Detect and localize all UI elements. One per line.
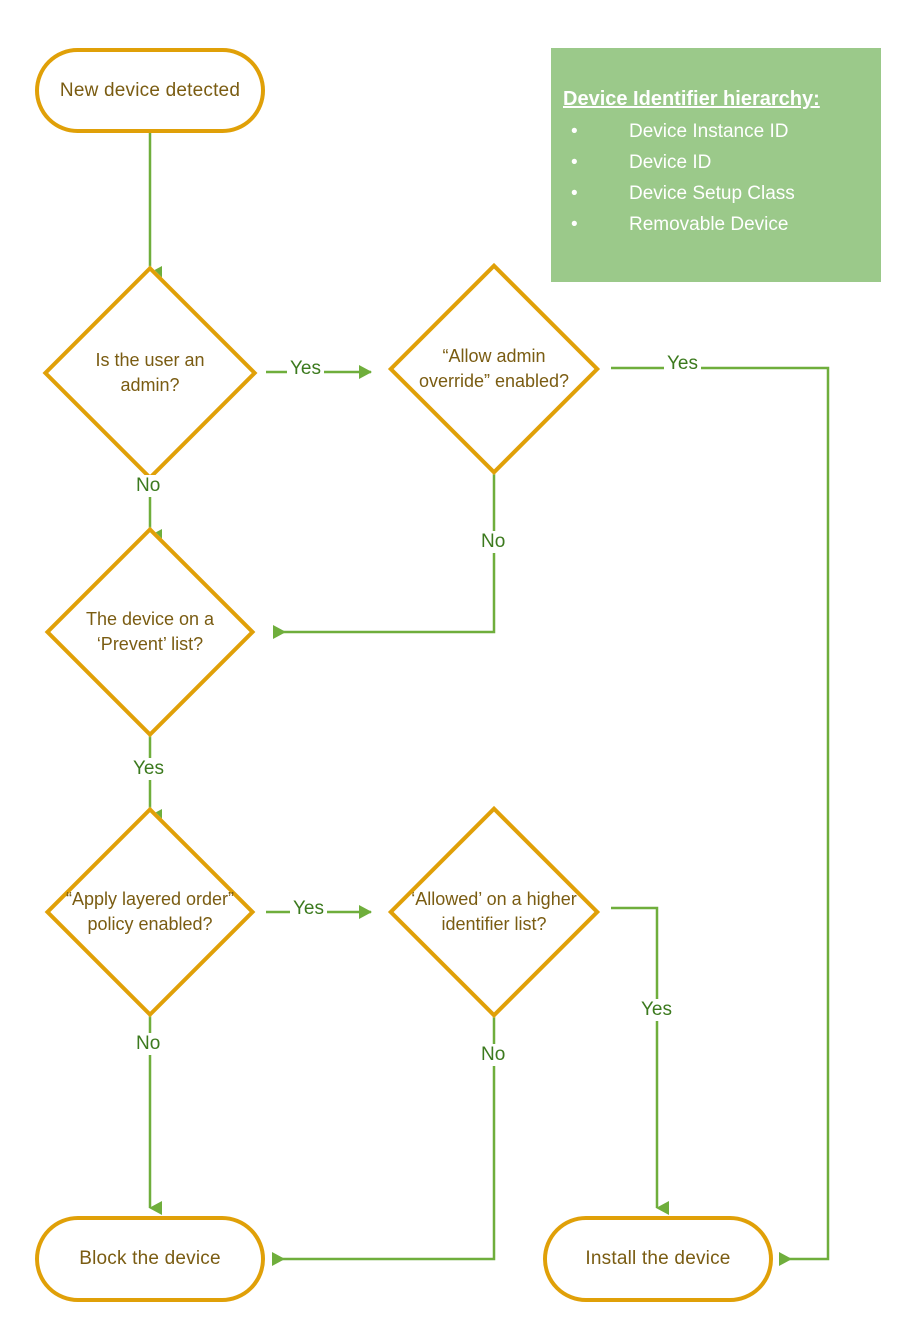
node-allowed-on-higher-identifier-list[interactable]: ‘Allowed’ on a higher identifier list? [378,805,610,1018]
list-item: • Device Setup Class [563,178,795,209]
bullet-icon: • [571,152,578,173]
edge-label-allowed-no: No [478,1044,509,1066]
bullet-icon: • [571,121,578,142]
node-label: Block the device [79,1248,221,1269]
list-item-label: Removable Device [629,214,789,235]
node-label: Install the device [585,1248,731,1269]
edge-allowed-no [272,1001,496,1266]
list-item: • Device ID [563,147,795,178]
edge-label-override-no: No [478,531,509,553]
list-item: • Device Instance ID [563,116,795,147]
node-install-the-device[interactable]: Install the device [543,1216,773,1302]
edge-label-override-yes: Yes [664,353,701,375]
node-new-device-detected[interactable]: New device detected [35,48,265,133]
list-item-label: Device ID [629,152,712,173]
edge-allowed-yes [611,906,669,1215]
list-item-label: Device Instance ID [629,121,789,142]
edge-override-no [273,457,496,639]
edge-label-prevent-yes: Yes [130,758,167,780]
edge-label-is-admin-yes: Yes [287,358,324,380]
node-block-the-device[interactable]: Block the device [35,1216,265,1302]
device-identifier-hierarchy-panel: Device Identifier hierarchy: • Device In… [551,48,881,282]
node-apply-layered-order-policy-enabled[interactable]: “Apply layered order” policy enabled? [35,806,265,1017]
node-label: “Apply layered order” policy enabled? [65,888,235,934]
edge-label-layered-no: No [133,1033,164,1055]
edge-override-yes [611,366,830,1266]
bullet-icon: • [571,214,578,235]
edge-label-layered-yes: Yes [290,898,327,920]
node-label: “Allow admin override” enabled? [418,345,570,391]
list-item: • Removable Device [563,209,795,240]
node-label: New device detected [59,79,241,101]
infobox-list: • Device Instance ID • Device ID • Devic… [563,116,795,240]
node-label: The device on a ‘Prevent’ list? [85,608,215,654]
node-label: ‘Allowed’ on a higher identifier list? [411,888,577,934]
bullet-icon: • [571,183,578,204]
list-item-label: Device Setup Class [629,183,795,204]
edge-label-allowed-yes: Yes [638,999,675,1021]
node-is-the-user-an-admin[interactable]: Is the user an admin? [35,265,265,480]
node-device-on-prevent-list[interactable]: The device on a ‘Prevent’ list? [35,526,265,737]
node-label: Is the user an admin? [95,349,205,395]
edge-label-is-admin-no: No [133,475,164,497]
node-allow-admin-override-enabled[interactable]: “Allow admin override” enabled? [378,262,610,475]
infobox-title: Device Identifier hierarchy: [563,88,820,110]
